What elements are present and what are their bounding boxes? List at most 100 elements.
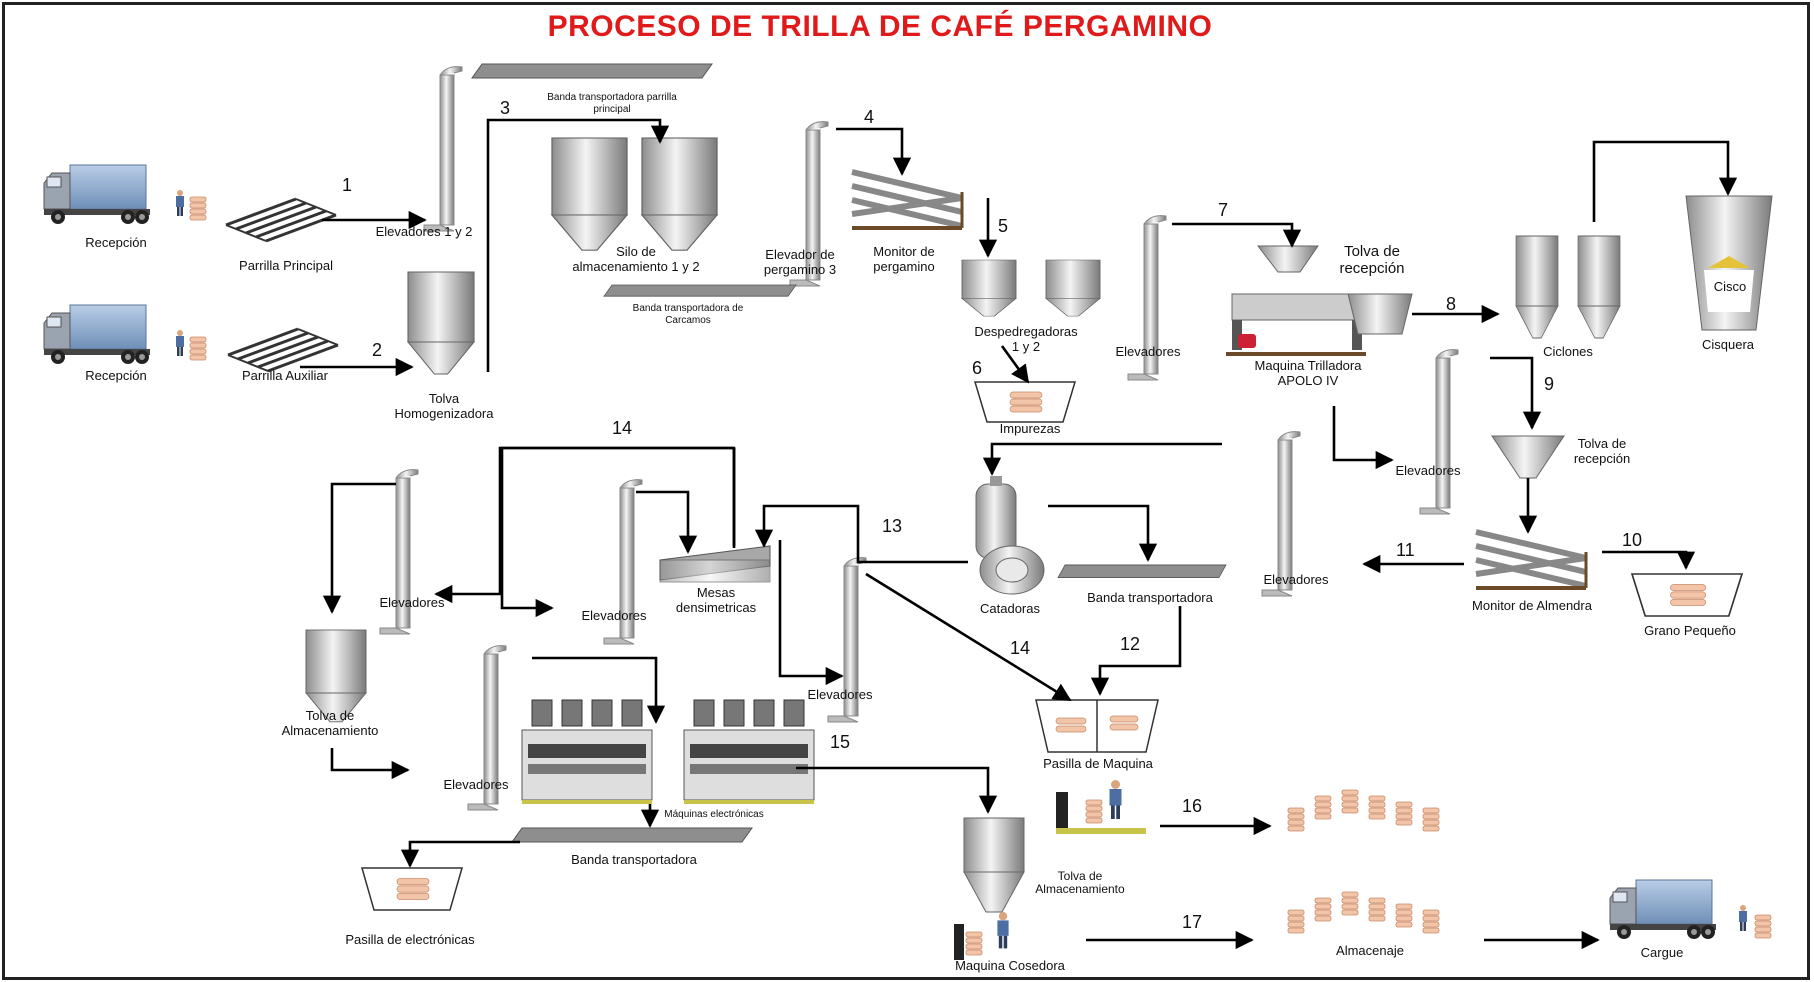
label-silo-2: almacenamiento 1 y 2 bbox=[572, 259, 699, 274]
label-elevador-perg-2: pergamino 3 bbox=[764, 262, 836, 277]
tolva-homogenizadora-shape bbox=[407, 271, 475, 375]
conveyor-parrilla-shape bbox=[471, 63, 713, 79]
label-trilladora-2: APOLO IV bbox=[1278, 373, 1339, 388]
label-mesas-1: Mesas bbox=[697, 585, 736, 600]
label-tolva-alm-right-2: Almacenamiento bbox=[1035, 882, 1125, 896]
label-elevadores-f: Elevadores bbox=[807, 687, 873, 702]
label-tolva-alm-left-2: Almacenamiento bbox=[282, 723, 379, 738]
maquina-cosedora-shape bbox=[954, 912, 1009, 960]
maquina-electronica-2-shape bbox=[683, 699, 815, 805]
label-banda-transportadora-mid: Banda transportadora bbox=[1087, 590, 1214, 605]
truck-reception-2 bbox=[43, 304, 151, 365]
label-tolva-recepcion-top-1: Tolva de bbox=[1344, 243, 1400, 260]
label-elevadores-g: Elevadores bbox=[443, 777, 509, 792]
label-recepcion-1: Recepción bbox=[85, 235, 146, 250]
mesas-densimetricas-shape bbox=[659, 545, 771, 583]
label-elevadores-c: Elevadores bbox=[1263, 572, 1329, 587]
step-number: 5 bbox=[998, 216, 1008, 236]
flow-lines bbox=[300, 118, 1738, 950]
sack-pile-almacenaje bbox=[1288, 892, 1439, 933]
step-number: 7 bbox=[1218, 200, 1228, 220]
label-tolva-alm-left-1: Tolva de bbox=[306, 708, 354, 723]
despedregadora-1-shape bbox=[961, 259, 1017, 317]
label-despedregadoras-2: 1 y 2 bbox=[1012, 339, 1040, 354]
label-ciclones: Ciclones bbox=[1543, 344, 1593, 359]
conveyor-mid-shape bbox=[1057, 564, 1227, 579]
step-number: 6 bbox=[972, 358, 982, 378]
label-elevador-perg-1: Elevador de bbox=[765, 247, 834, 262]
label-cargue: Cargue bbox=[1641, 945, 1684, 960]
label-banda-carcamos-2: Carcamos bbox=[665, 315, 711, 326]
label-parrilla-principal: Parrilla Principal bbox=[239, 258, 333, 273]
step-number: 13 bbox=[882, 516, 902, 536]
label-elevadores-a: Elevadores bbox=[1115, 344, 1181, 359]
label-elevadores-1-2: Elevadores 1 y 2 bbox=[376, 224, 473, 239]
label-pasilla-electronicas: Pasilla de electrónicas bbox=[345, 932, 475, 947]
label-catadoras: Catadoras bbox=[980, 601, 1040, 616]
silo-2-shape bbox=[641, 137, 718, 251]
step-number: 12 bbox=[1120, 634, 1140, 654]
label-recepcion-2: Recepción bbox=[85, 368, 146, 383]
step-number: 17 bbox=[1182, 912, 1202, 932]
label-banda-transportadora-low: Banda transportadora bbox=[571, 852, 698, 867]
label-monitor-perg-2: pergamino bbox=[873, 259, 934, 274]
label-silo-1: Silo de bbox=[616, 244, 656, 259]
cisquera-shape bbox=[1685, 195, 1773, 331]
maquina-electronica-1-shape bbox=[521, 699, 653, 805]
ciclon-2-shape bbox=[1577, 235, 1621, 339]
pasilla-electronicas-bin-shape bbox=[361, 867, 463, 911]
elevator-1-2-shape bbox=[423, 66, 463, 232]
label-trilladora-1: Maquina Trilladora bbox=[1255, 358, 1363, 373]
step-number: 1 bbox=[342, 175, 352, 195]
label-tolva-recepcion-b-2: recepción bbox=[1574, 451, 1630, 466]
label-grano-pequeno: Grano Pequeño bbox=[1644, 623, 1736, 638]
step-number: 16 bbox=[1182, 796, 1202, 816]
label-almacenaje: Almacenaje bbox=[1336, 943, 1404, 958]
bascula-shape bbox=[1056, 780, 1146, 834]
label-monitor-almendra: Monitor de Almendra bbox=[1472, 598, 1593, 613]
monitor-pergamino-shape bbox=[852, 172, 962, 228]
worker-icon bbox=[176, 330, 184, 356]
parrilla-principal-shape bbox=[224, 197, 338, 243]
label-tolva-homog-1: Tolva bbox=[429, 391, 460, 406]
step-number: 14 bbox=[1010, 638, 1030, 658]
step-number: 3 bbox=[500, 98, 510, 118]
sack-pile-16 bbox=[1288, 790, 1439, 831]
label-pasilla-maquina: Pasilla de Maquina bbox=[1043, 756, 1154, 771]
catadoras-shape bbox=[975, 476, 1045, 595]
label-despedregadoras-1: Despedregadoras bbox=[974, 324, 1078, 339]
label-tolva-recepcion-b-1: Tolva de bbox=[1578, 436, 1626, 451]
label-elevadores-b: Elevadores bbox=[1395, 463, 1461, 478]
step-number: 2 bbox=[372, 340, 382, 360]
monitor-almendra-shape bbox=[1476, 532, 1586, 588]
pasilla-maquina-bin-shape bbox=[1035, 699, 1159, 753]
trilladora-shape bbox=[1226, 245, 1413, 356]
diagram-title: PROCESO DE TRILLA DE CAFÉ PERGAMINO bbox=[547, 10, 1213, 43]
tolva-recepcion-b-shape bbox=[1491, 435, 1565, 479]
label-banda-parrilla-2: principal bbox=[593, 104, 630, 115]
label-elevadores-d: Elevadores bbox=[379, 595, 445, 610]
label-maquina-cosedora: Maquina Cosedora bbox=[955, 958, 1066, 973]
label-cisquera: Cisquera bbox=[1702, 337, 1755, 352]
step-number: 14 bbox=[612, 418, 632, 438]
label-mesas-2: densimetricas bbox=[676, 600, 757, 615]
equipment-labels: Recepción Recepción Parrilla Principal P… bbox=[85, 92, 1754, 973]
silo-1-shape bbox=[551, 137, 628, 251]
label-parrilla-auxiliar: Parrilla Auxiliar bbox=[242, 368, 329, 383]
sacks-icon bbox=[189, 336, 207, 361]
step-number: 10 bbox=[1622, 530, 1642, 550]
worker-icon bbox=[176, 190, 184, 216]
label-cisco: Cisco bbox=[1714, 279, 1747, 294]
despedregadora-2-shape bbox=[1045, 259, 1101, 317]
step-numbers: 1 2 3 4 5 6 7 8 9 10 11 12 13 14 14 15 1… bbox=[342, 98, 1642, 932]
step-number: 9 bbox=[1544, 374, 1554, 394]
conveyor-carcamos-shape bbox=[603, 284, 797, 297]
truck-reception-1 bbox=[43, 164, 151, 225]
step-number: 8 bbox=[1446, 294, 1456, 314]
sacks-icon bbox=[1754, 914, 1772, 939]
step-number: 15 bbox=[830, 732, 850, 752]
elevator-b-shape bbox=[1419, 349, 1459, 515]
parrilla-auxiliar-shape bbox=[226, 327, 340, 373]
label-monitor-perg-1: Monitor de bbox=[873, 244, 934, 259]
